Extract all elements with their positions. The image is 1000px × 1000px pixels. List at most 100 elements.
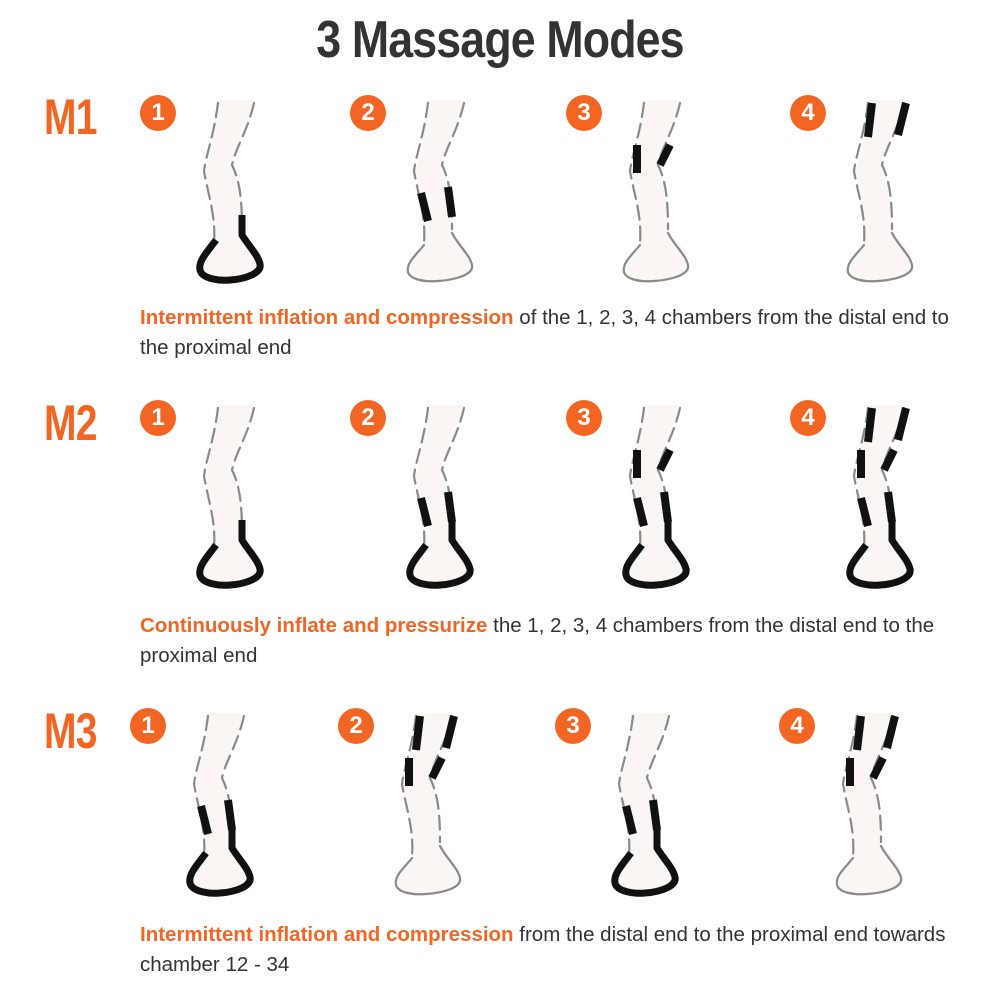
leg-outline-left — [412, 101, 430, 245]
mode-3-step-3: 3 — [555, 708, 745, 908]
leg-outline-left — [841, 714, 859, 858]
chamber-foot-band — [611, 828, 679, 897]
mode-2-step-4: 4 — [790, 400, 980, 600]
chamber-thigh-band — [894, 407, 910, 441]
mode-3-step-2: 2 — [338, 708, 528, 908]
step-number-badge: 3 — [566, 95, 602, 131]
leg-diagram — [846, 100, 914, 283]
chamber-thigh-band — [442, 715, 458, 749]
mode-1-description: Intermittent inflation and compression o… — [140, 303, 960, 363]
leg-outline-left — [202, 406, 220, 550]
chamber-thigh-band — [412, 715, 424, 751]
leg-outline-left — [412, 406, 430, 550]
step-number-badge: 2 — [338, 708, 374, 744]
leg-diagram — [186, 713, 254, 897]
step-number-badge: 2 — [350, 95, 386, 131]
chamber-thigh-band — [864, 102, 876, 138]
chamber-knee-band — [656, 143, 674, 167]
description-highlight: Continuously inflate and pressurize — [140, 614, 488, 637]
leg-diagram — [611, 713, 679, 897]
leg-diagram — [622, 100, 690, 283]
leg-diagram — [406, 405, 474, 589]
chamber-knee-band — [656, 448, 674, 472]
step-number-badge: 4 — [790, 400, 826, 436]
leg-diagram — [196, 100, 264, 284]
chamber-foot-band — [196, 520, 264, 589]
mode-1-step-2: 2 — [350, 95, 540, 295]
description-highlight: Intermittent inflation and compression — [140, 306, 514, 329]
mode-label-m3: M3 — [44, 703, 97, 759]
leg-diagram — [622, 405, 690, 589]
foot-outline — [622, 231, 690, 283]
description-text: the 1, 2, 3, 4 chambers from the distal … — [140, 614, 935, 667]
description-text: of the 1, 2, 3, 4 chambers from the dist… — [140, 306, 949, 359]
chamber-calf-band — [622, 805, 637, 835]
description-text: from the distal end to the proximal end … — [140, 923, 946, 976]
chamber-foot-band — [622, 520, 690, 589]
foot-outline — [394, 844, 462, 896]
chamber-foot-band — [846, 520, 914, 589]
chamber-thigh-band — [894, 102, 910, 136]
chamber-knee-band — [880, 448, 898, 472]
leg-diagram — [846, 405, 914, 589]
chamber-knee-band — [869, 756, 887, 780]
chamber-calf-band — [417, 497, 432, 527]
mode-2-description: Continuously inflate and pressurize the … — [140, 611, 960, 671]
leg-outline-left — [852, 101, 870, 245]
mode-1-step-3: 3 — [566, 95, 756, 295]
leg-outline-left — [400, 714, 418, 858]
chamber-thigh-band — [853, 715, 865, 751]
chamber-calf-band — [884, 491, 896, 523]
mode-3-description: Intermittent inflation and compression f… — [140, 920, 960, 980]
step-number-badge: 3 — [555, 708, 591, 744]
step-number-badge: 4 — [779, 708, 815, 744]
step-number-badge: 3 — [566, 400, 602, 436]
mode-3-step-1: 1 — [130, 708, 320, 908]
chamber-foot-band — [186, 828, 254, 897]
chamber-knee-band — [428, 756, 446, 780]
mode-label-m1: M1 — [44, 89, 97, 145]
leg-diagram — [394, 713, 462, 896]
chamber-calf-band — [197, 805, 212, 835]
leg-outline-left — [617, 714, 635, 858]
mode-2-step-1: 1 — [140, 400, 330, 600]
chamber-calf-band — [444, 186, 456, 218]
foot-outline — [846, 231, 914, 283]
step-number-badge: 1 — [130, 708, 166, 744]
leg-outline-right — [656, 101, 682, 231]
leg-outline-left — [192, 714, 210, 858]
description-highlight: Intermittent inflation and compression — [140, 923, 514, 946]
foot-outline — [406, 231, 474, 283]
leg-outline-right — [230, 101, 256, 231]
step-number-badge: 1 — [140, 95, 176, 131]
chamber-calf-band — [660, 491, 672, 523]
mode-2-step-2: 2 — [350, 400, 540, 600]
chamber-calf-band — [633, 497, 648, 527]
step-number-badge: 4 — [790, 95, 826, 131]
chamber-calf-band — [444, 491, 456, 523]
leg-outline-left — [202, 101, 220, 245]
mode-1-step-4: 4 — [790, 95, 980, 295]
mode-3-step-4: 4 — [779, 708, 969, 908]
page-title: 3 Massage Modes — [316, 11, 684, 69]
leg-diagram — [406, 100, 474, 283]
chamber-thigh-band — [883, 715, 899, 749]
step-number-badge: 2 — [350, 400, 386, 436]
step-number-badge: 1 — [140, 400, 176, 436]
leg-diagram — [835, 713, 903, 896]
chamber-calf-band — [857, 497, 872, 527]
leg-diagram — [196, 405, 264, 589]
leg-outline-left — [852, 406, 870, 550]
mode-2-step-3: 3 — [566, 400, 756, 600]
leg-outline-right — [230, 406, 256, 536]
leg-outline-left — [628, 406, 646, 550]
chamber-thigh-band — [864, 407, 876, 443]
leg-outline-left — [628, 101, 646, 245]
chamber-calf-band — [649, 799, 661, 831]
mode-label-m2: M2 — [44, 395, 97, 451]
foot-outline — [835, 844, 903, 896]
chamber-foot-band — [406, 520, 474, 589]
chamber-foot-band — [196, 215, 264, 284]
chamber-calf-band — [417, 192, 432, 222]
mode-1-step-1: 1 — [140, 95, 330, 295]
